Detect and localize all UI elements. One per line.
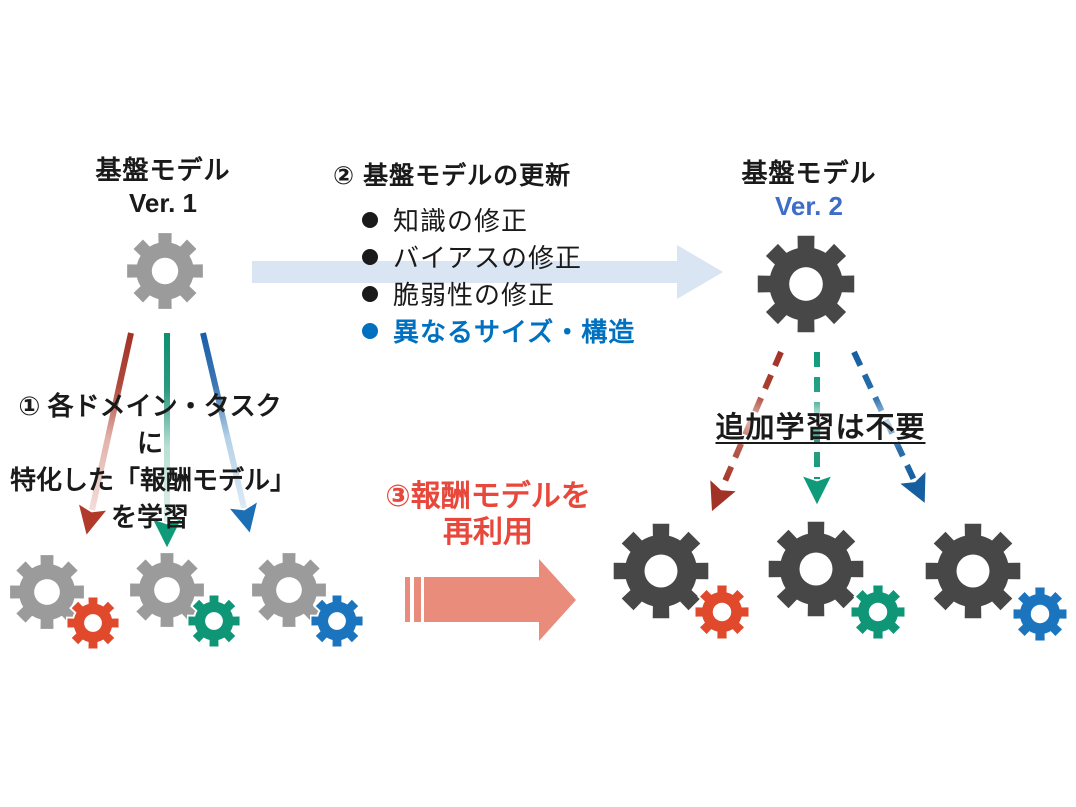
step3-line1: ③報酬モデルを: [385, 480, 591, 513]
bullet-item: バイアスの修正: [356, 238, 635, 275]
left-model-title: 基盤モデル: [95, 155, 231, 185]
bullet-label: バイアスの修正: [393, 243, 583, 273]
step3-caption: ③報酬モデルを 再利用: [368, 479, 608, 551]
foundation-model-v2-gear-icon: [755, 233, 857, 335]
update-section-heading: ② 基盤モデルの更新: [333, 162, 572, 190]
right-model-version: Ver. 2: [775, 191, 843, 221]
bullet-dot-icon: [362, 211, 378, 228]
step1-line2: 特化した「報酬モデル」: [10, 465, 297, 495]
right-model-title: 基盤モデル: [741, 158, 877, 188]
update-bullet-list: 知識の修正 バイアスの修正 脆弱性の修正 異なるサイズ・構造: [356, 201, 635, 349]
base-dark-gear-icon: [923, 521, 1023, 621]
bullet-item: 異なるサイズ・構造: [356, 312, 635, 349]
train-arrow-blue: [200, 332, 257, 533]
no-train-arrows: [710, 350, 926, 512]
bullet-item: 知識の修正: [356, 201, 635, 238]
bullet-label: 異なるサイズ・構造: [393, 317, 636, 347]
no-additional-training-label: 追加学習は不要: [715, 412, 926, 444]
step1-line1: ① 各ドメイン・タスクに: [18, 391, 282, 458]
reward-green-gear-icon: [187, 594, 241, 648]
bullet-item: 脆弱性の修正: [356, 275, 635, 312]
update-arrow: [252, 245, 723, 299]
step1-caption: ① 各ドメイン・タスクに 特化した「報酬モデル」 を学習: [10, 388, 297, 536]
train-arrows: [79, 332, 257, 548]
reward-blue-gear-icon: [310, 594, 364, 648]
bullet-dot-icon: [362, 322, 378, 339]
bullet-dot-icon: [362, 285, 378, 302]
left-model-version: Ver. 1: [129, 188, 197, 218]
reward-red-gear-icon: [694, 584, 750, 640]
train-arrow-red: [79, 332, 134, 535]
bullet-label: 脆弱性の修正: [393, 280, 556, 310]
reward-blue-gear-icon: [1012, 586, 1068, 642]
step1-line3: を学習: [110, 502, 189, 532]
reward-green-gear-icon: [850, 584, 906, 640]
reuse-arrow: [405, 559, 576, 641]
bullet-label: 知識の修正: [393, 206, 529, 236]
reward-red-gear-icon: [66, 596, 120, 650]
foundation-model-v1-gear-icon: [125, 231, 205, 311]
bullet-dot-icon: [362, 248, 378, 265]
step3-line2: 再利用: [443, 516, 533, 549]
